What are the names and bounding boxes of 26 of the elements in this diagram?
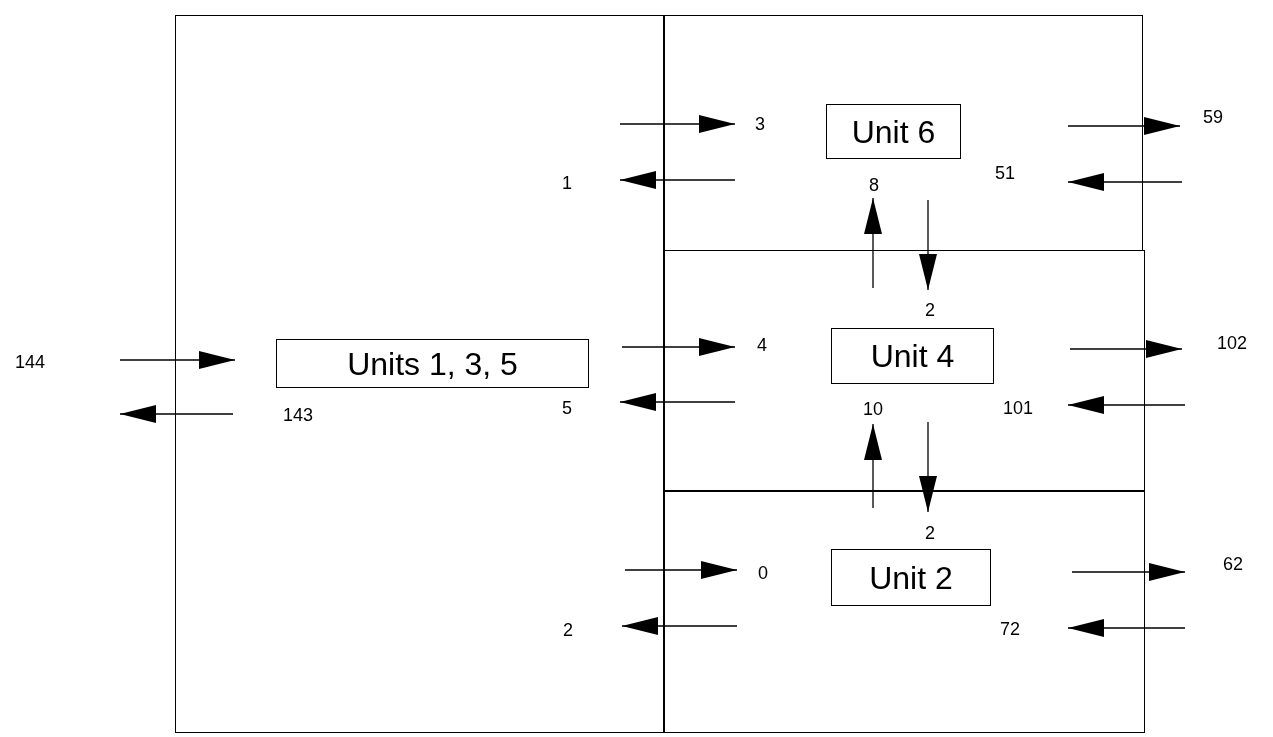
region-box [663,250,1145,492]
flow-value: 3 [753,115,767,133]
region-box [663,490,1145,733]
flow-value: 2 [923,524,937,542]
region-box [175,15,665,733]
flow-value: 2 [923,301,937,319]
unit-label-box: Unit 2 [831,549,991,606]
flow-value: 10 [861,400,885,418]
flow-value: 72 [998,620,1022,638]
flow-value: 101 [1001,399,1035,417]
flow-value: 1 [560,174,574,192]
flow-value: 4 [755,336,769,354]
flow-value: 144 [13,353,47,371]
flow-value: 143 [281,406,315,424]
unit-label-box: Unit 6 [826,104,961,159]
flow-value: 2 [561,621,575,639]
flow-value: 59 [1201,108,1225,126]
unit-label-box: Units 1, 3, 5 [276,339,589,388]
flow-value: 5 [560,399,574,417]
flow-value: 102 [1215,334,1249,352]
flow-value: 8 [867,176,881,194]
flow-value: 0 [756,564,770,582]
flow-value: 51 [993,164,1017,182]
region-box [663,15,1143,251]
flow-value: 62 [1221,555,1245,573]
unit-label-box: Unit 4 [831,328,994,384]
